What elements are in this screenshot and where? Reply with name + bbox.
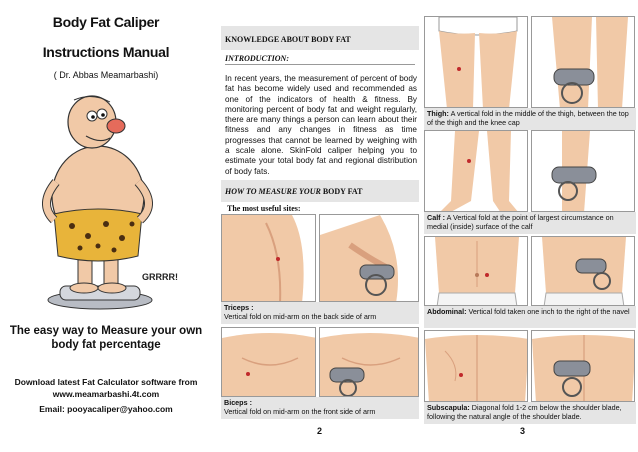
- biceps-text: Vertical fold on mid-arm on the front si…: [224, 407, 376, 416]
- abdominal-label: Abdominal:: [427, 307, 467, 316]
- triceps-text: Vertical fold on mid-arm on the back sid…: [224, 312, 377, 321]
- thigh-text: A vertical fold in the middle of the thi…: [427, 109, 629, 127]
- abdominal-caption: Abdominal: Vertical fold taken one inch …: [424, 306, 636, 328]
- triceps-photo-1: [221, 214, 316, 302]
- intro-paragraph: In recent years, the measurement of perc…: [225, 74, 417, 176]
- cover-tagline: The easy way to Measure your own body fa…: [9, 325, 203, 351]
- abdominal-text: Vertical fold taken one inch to the righ…: [468, 307, 630, 316]
- subscapula-text: Diagonal fold 1-2 cm below the shoulder …: [427, 403, 622, 421]
- calf-text: A Vertical fold at the point of largest …: [427, 213, 614, 231]
- calf-photo-2: [531, 130, 635, 212]
- cover-author: ( Dr. Abbas Meamarbashi): [53, 70, 159, 80]
- subscapula-photo-1: [424, 330, 528, 402]
- thigh-label: Thigh:: [427, 109, 449, 118]
- cover-email: Email: pooyacaliper@yahoo.com: [39, 404, 173, 414]
- triceps-label: Triceps :: [224, 303, 254, 312]
- thigh-photo-2: [531, 16, 635, 108]
- biceps-caption: Biceps : Vertical fold on mid-arm on the…: [221, 397, 419, 419]
- how-to-bold: BODY FAT: [322, 187, 363, 196]
- page-number-2: 2: [317, 426, 323, 436]
- triceps-caption: Triceps : Vertical fold on mid-arm on th…: [221, 302, 419, 324]
- biceps-photo-1: [221, 327, 316, 397]
- cover-panel: Body Fat Caliper Instructions Manual ( D…: [0, 0, 212, 452]
- calf-caption: Calf : A Vertical fold at the point of l…: [424, 212, 636, 234]
- calf-label: Calf :: [427, 213, 445, 222]
- how-to-italic: HOW TO MEASURE YOUR: [225, 187, 321, 196]
- page-number-3: 3: [520, 426, 526, 436]
- page2-header: KNOWLEDGE ABOUT BODY FAT: [221, 26, 419, 50]
- page-2-panel: KNOWLEDGE ABOUT BODY FAT INTRODUCTION: I…: [221, 0, 419, 452]
- abdominal-photo-1: [424, 236, 528, 306]
- sites-heading: The most useful sites:: [227, 204, 301, 213]
- subscapula-caption: Subscapula: Diagonal fold 1-2 cm below t…: [424, 402, 636, 424]
- how-to-header: HOW TO MEASURE YOUR BODY FAT: [221, 180, 419, 202]
- cover-title-line2: Instructions Manual: [42, 44, 170, 60]
- cover-title-line1: Body Fat Caliper: [52, 14, 160, 30]
- cartoon-speech-text: GRRRR!: [142, 272, 178, 282]
- triceps-photo-2: [319, 214, 419, 302]
- biceps-label: Biceps :: [224, 398, 252, 407]
- intro-heading: INTRODUCTION:: [225, 54, 289, 63]
- page-3-panel: Thigh: A vertical fold in the middle of …: [424, 0, 636, 452]
- thigh-caption: Thigh: A vertical fold in the middle of …: [424, 108, 636, 130]
- thigh-photo-1: [424, 16, 528, 108]
- abdominal-photo-2: [531, 236, 635, 306]
- subscapula-label: Subscapula:: [427, 403, 470, 412]
- cartoon-illustration: GRRRR!: [42, 95, 178, 310]
- cover-download-note: Download latest Fat Calculator software …: [14, 377, 198, 399]
- subscapula-photo-2: [531, 330, 635, 402]
- calf-photo-1: [424, 130, 528, 212]
- biceps-photo-2: [319, 327, 419, 397]
